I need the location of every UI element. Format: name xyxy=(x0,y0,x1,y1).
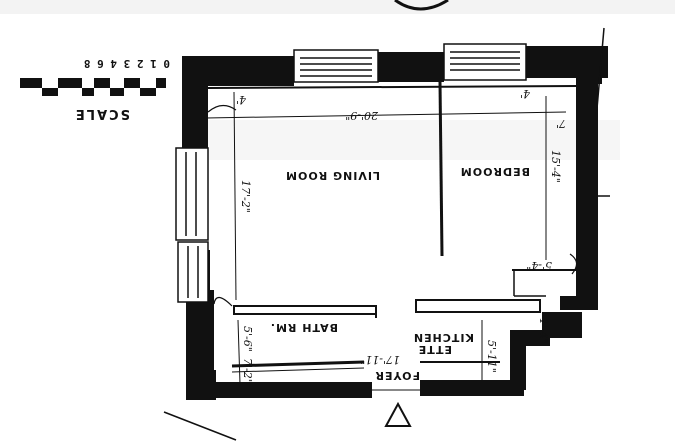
corner-tick-tr xyxy=(595,27,605,121)
scale-numbers: 0 1 2 3 4 6 8 xyxy=(84,57,170,70)
window-left-upper xyxy=(175,147,209,241)
scale-title: SCALE xyxy=(74,106,130,121)
entry-triangle-icon xyxy=(384,401,412,427)
scale-bar xyxy=(20,78,166,96)
dim-misc-a: 4' xyxy=(236,93,247,106)
dim-misc-b: 4' xyxy=(520,87,531,100)
scan-shadow-top xyxy=(0,0,675,14)
dim-bath-width: 5'-6" xyxy=(241,326,254,352)
window-top-left xyxy=(293,49,379,83)
room-label-kitchen-ette: ETTE xyxy=(418,343,452,356)
corner-tick-bl xyxy=(163,411,237,441)
dim-misc-d: 1'-4" xyxy=(537,318,550,344)
room-label-bedroom: BEDROOM xyxy=(460,165,530,178)
window-top-right xyxy=(443,43,527,81)
room-label-bath: BATH RM. xyxy=(270,321,338,334)
compass-arc xyxy=(394,0,449,11)
dim-overall-width: 20'-9" xyxy=(345,109,379,122)
room-label-living: LIVING ROOM xyxy=(285,169,380,182)
window-left-lower xyxy=(177,241,209,303)
dim-bath-depth: 7'-2" xyxy=(241,358,254,384)
dim-bedroom-depth: 15'-4" xyxy=(549,150,562,183)
dim-misc-c: 7' xyxy=(556,117,566,130)
room-label-foyer: FOYER xyxy=(375,369,420,382)
scan-shadow-band xyxy=(200,120,620,160)
dim-foyer-length: 17'-11" xyxy=(360,353,400,366)
interior-lines xyxy=(205,81,579,385)
door-swings xyxy=(207,104,578,307)
dim-closet-width: 5'-4" xyxy=(526,259,552,272)
dim-living-depth: 17'-2" xyxy=(239,180,252,213)
dim-kitchen-depth: 5'-11" xyxy=(485,340,498,373)
room-label-kitchen: KITCHEN xyxy=(413,331,474,344)
